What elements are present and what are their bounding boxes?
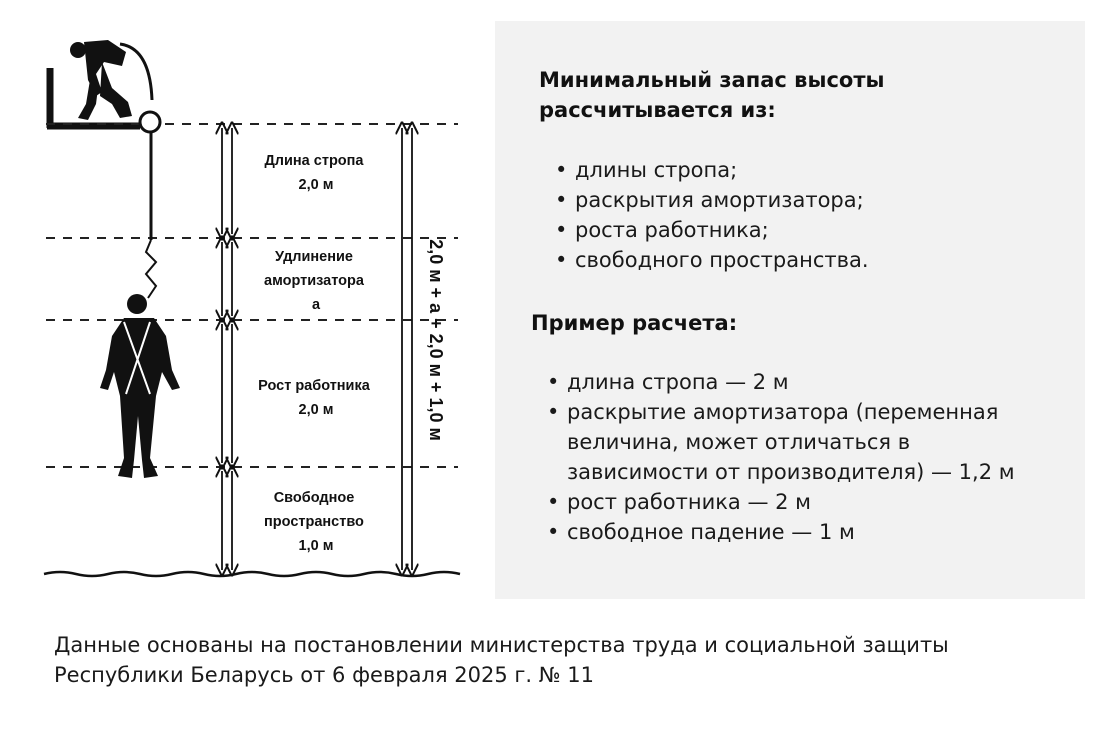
suspended-worker-figure <box>100 294 180 478</box>
list-item: длина стропа — 2 м <box>539 367 1015 397</box>
worker-height-label: Рост работника 2,0 м <box>258 378 374 418</box>
factors-list: длины стропа; раскрытия амортизатора; ро… <box>547 155 869 275</box>
source-note-line-2: Республики Беларусь от 6 февраля 2025 г.… <box>54 663 595 687</box>
panel-title-line-2: рассчитывается из: <box>539 98 776 122</box>
ground-line <box>43 570 461 578</box>
lanyard-length-label: Длина стропа 2,0 м <box>264 153 367 193</box>
example-title: Пример расчета: <box>531 311 738 335</box>
list-item: роста работника; <box>547 215 869 245</box>
platform-edge <box>46 68 140 130</box>
absorber-extension-label: Удлинение амортизатора а <box>264 249 368 313</box>
source-note: Данные основаны на постановлении министе… <box>54 630 1074 690</box>
total-height-formula: 2,0 м + а + 2,0 м + 1,0 м <box>426 239 446 441</box>
list-item: раскрытие амортизатора (переменная велич… <box>539 397 1015 487</box>
info-panel: Минимальный запас высоты рассчитывается … <box>495 21 1085 599</box>
list-item-line: раскрытие амортизатора (переменная <box>567 400 999 424</box>
fall-clearance-diagram: Длина стропа 2,0 м Удлинение амортизатор… <box>43 40 461 578</box>
list-item-line: величина, может отличаться в <box>567 430 911 454</box>
source-note-line-1: Данные основаны на постановлении министе… <box>54 633 949 657</box>
list-item: длины стропа; <box>547 155 869 185</box>
anchor-point-icon <box>138 110 162 134</box>
list-item: свободного пространства. <box>547 245 869 275</box>
segment-dimension-arrows <box>222 128 232 570</box>
total-dimension-arrow <box>402 128 412 570</box>
list-item: раскрытия амортизатора; <box>547 185 869 215</box>
level-lines <box>46 123 458 468</box>
list-item: свободное падение — 1 м <box>539 517 1015 547</box>
list-item: рост работника — 2 м <box>539 487 1015 517</box>
panel-title-line-1: Минимальный запас высоты <box>539 68 885 92</box>
list-item-line: зависимости от производителя) — 1,2 м <box>567 460 1015 484</box>
clear-space-label: Свободное пространство 1,0 м <box>264 490 368 554</box>
example-list: длина стропа — 2 м раскрытие амортизатор… <box>539 367 1015 547</box>
lanyard <box>144 132 158 299</box>
worker-on-platform-figure <box>70 40 154 120</box>
